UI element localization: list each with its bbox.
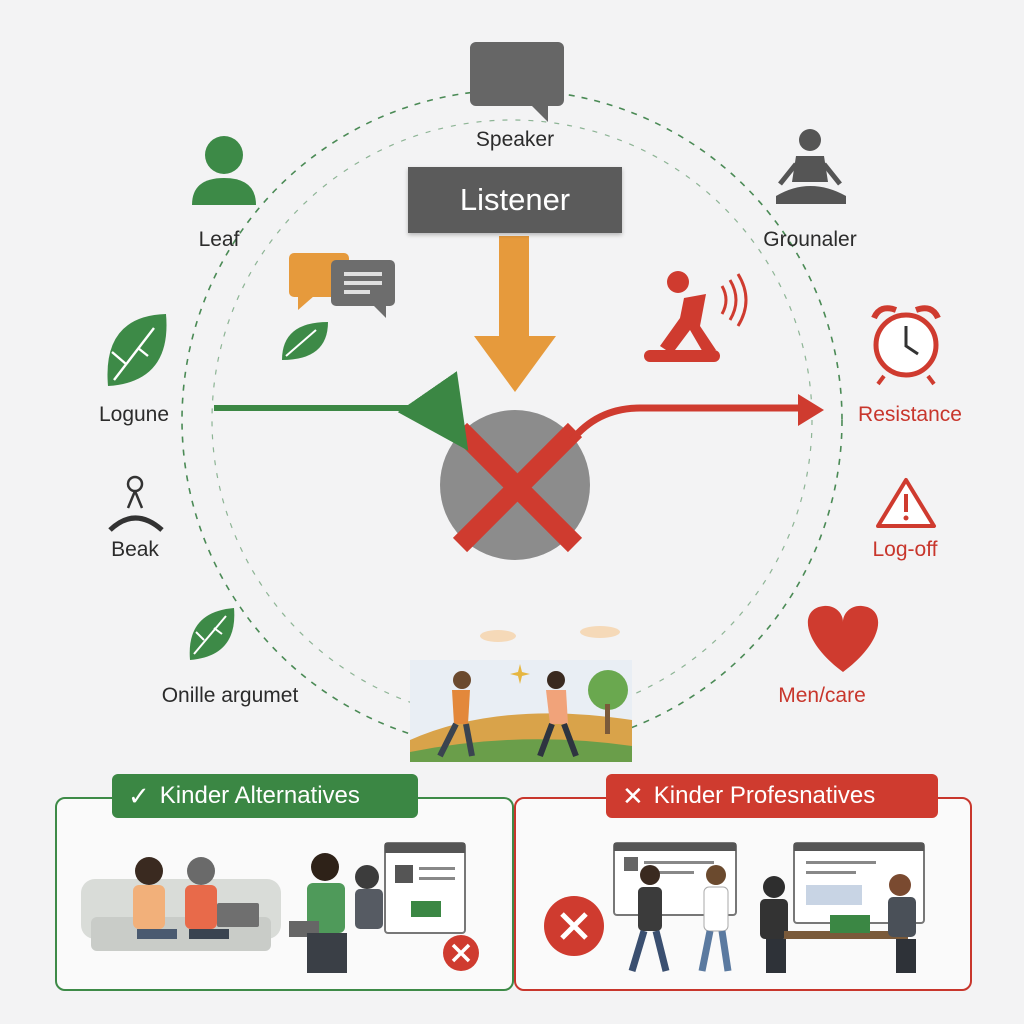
check-icon: ✓ [128, 781, 150, 811]
red-arrow [569, 394, 824, 443]
meditating-figure-icon [108, 475, 164, 532]
speech-bubble-icon [470, 42, 564, 122]
kinder-alternatives-title: Kinder Alternatives [159, 782, 360, 809]
walking-people-illustration [410, 626, 632, 762]
down-arrow-icon [474, 236, 556, 392]
node-label-leaf: Leaf [198, 228, 240, 251]
node-label-logune: Logune [98, 403, 170, 426]
node-label-resistance: Resistance [858, 403, 962, 426]
group-illustration [81, 842, 479, 973]
running-person-icon [644, 271, 748, 362]
node-label-beak: Beak [111, 538, 159, 561]
node-label-grounaler: Grounaler [763, 228, 857, 251]
x-icon: ✕ [622, 781, 644, 811]
kinder-profesnatives-header: ✕ Kinder Profesnatives [606, 774, 938, 818]
chat-bubbles-icon [289, 253, 395, 318]
blocked-circle-icon [440, 410, 590, 560]
person-icon [192, 136, 256, 205]
meeting-illustration [544, 842, 925, 973]
kinder-profesnatives-panel [514, 797, 972, 991]
green-arrow [214, 371, 469, 451]
node-label-men-care: Men/care [778, 684, 866, 707]
heart-icon [807, 605, 879, 672]
leaf-icon [282, 322, 328, 360]
meditation-icon [776, 129, 846, 204]
dashed-ring [181, 89, 843, 751]
alarm-clock-icon [871, 305, 941, 386]
leaf-icon [107, 314, 167, 386]
node-label-onille-argumet: Onille argumet [161, 684, 299, 707]
kinder-profesnatives-title: Kinder Profesnatives [653, 782, 876, 809]
leaf-icon [189, 608, 235, 660]
speaker-label: Speaker [475, 128, 555, 151]
kinder-alternatives-panel [55, 797, 514, 991]
node-label-log-off: Log-off [872, 538, 938, 561]
kinder-alternatives-header: ✓ Kinder Alternatives [112, 774, 418, 818]
listener-box: Listener [408, 167, 622, 233]
warning-icon [876, 478, 936, 528]
listener-label: Listener [459, 182, 571, 217]
